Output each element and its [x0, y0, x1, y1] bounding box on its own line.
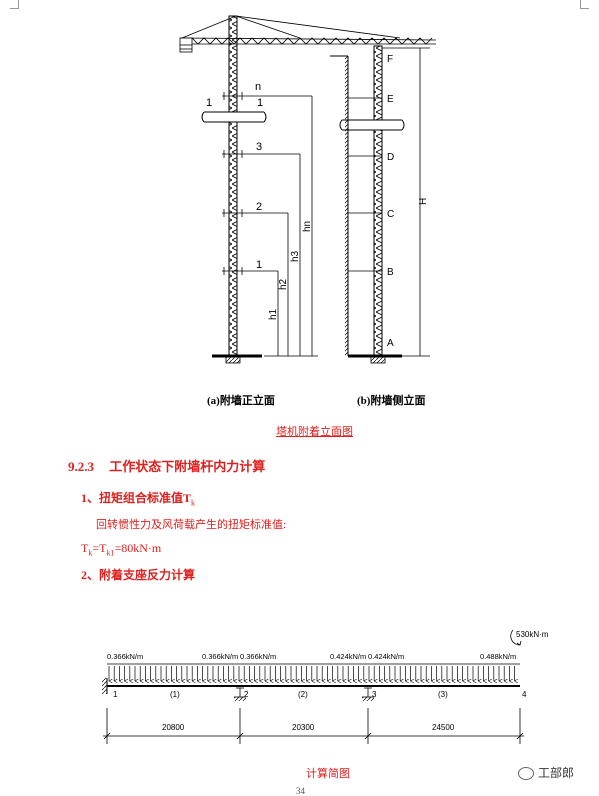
dimension-span-2: 20300 [292, 723, 315, 732]
total-height-label: H [418, 198, 429, 205]
tower-crane-figure: n 1 1 3 2 1 h1 h2 h3 hn [179, 15, 437, 364]
front-tie-marks [222, 92, 318, 357]
watermark: 工部郎 [518, 764, 574, 781]
span-2: (2) [298, 690, 308, 699]
node-4: 4 [522, 690, 527, 699]
front-elevation-caption: (a)附墙正立面 [207, 395, 275, 407]
applied-moment: 530kN·m [510, 629, 549, 646]
side-label-a: A [387, 338, 394, 349]
section-heading: 9.2.3 工作状态下附墙杆内力计算 [68, 456, 265, 475]
beam [102, 678, 520, 694]
node-2: 2 [244, 690, 249, 699]
span-1: (1) [170, 690, 180, 699]
side-label-f: F [387, 54, 393, 65]
tower-figure-caption: 塔机附着立面图 [276, 426, 353, 438]
tie-label-2: 2 [256, 201, 262, 213]
item-1-description: 回转惯性力及风荷载产生的扭矩标准值: [96, 519, 287, 531]
tie-label-1-left: 1 [206, 97, 212, 109]
span-3: (3) [438, 690, 448, 699]
corner-mark-top-right [580, 0, 589, 9]
height-labels: h1 h2 h3 hn [268, 221, 313, 320]
tie-label-1-right: 1 [257, 97, 263, 109]
tie-label-3: 3 [256, 141, 262, 153]
side-elevation-caption: (b)附墙侧立面 [357, 395, 426, 407]
side-view [330, 45, 430, 364]
load-label-span1-start: 0.366kN/m [107, 652, 143, 661]
item-2-title: 2、附着支座反力计算 [81, 568, 196, 582]
node-labels: 1 2 3 4 [113, 690, 527, 699]
support-3 [362, 687, 374, 701]
load-label-span2-start: 0.366kN/m [240, 652, 276, 661]
height-label-h3: h3 [290, 250, 301, 262]
load-label-span2-end: 0.424kN/m [330, 652, 366, 661]
wechat-icon [518, 767, 534, 781]
torque-formula: Tk=Tk1=80kN·m [81, 541, 162, 558]
side-label-b: B [387, 267, 394, 278]
support-2 [234, 687, 246, 701]
page-number: 34 [296, 786, 305, 796]
side-label-c: C [387, 209, 394, 220]
node-1: 1 [113, 690, 118, 699]
tie-label-n: n [255, 81, 261, 93]
beam-calculation-figure: 530kN·m 0.366kN/m 0.366kN/m 0.366kN/m 0.… [102, 629, 549, 744]
height-label-hn: hn [302, 221, 313, 232]
side-label-e: E [387, 94, 394, 105]
dimension-span-3: 24500 [432, 723, 455, 732]
tie-label-1: 1 [256, 259, 262, 271]
side-label-d: D [387, 152, 394, 163]
dimension-labels: 20800 20300 24500 [162, 723, 455, 732]
load-label-span1-end: 0.366kN/m [202, 652, 238, 661]
distributed-load [107, 663, 520, 681]
height-label-h2: h2 [278, 278, 289, 290]
item-1-title: 1、扭矩组合标准值Tk [81, 491, 196, 508]
load-label-span3-start: 0.424kN/m [368, 652, 404, 661]
dimension-line [103, 708, 524, 744]
section-title: 工作状态下附墙杆内力计算 [109, 459, 266, 474]
beam-figure-caption: 计算简图 [306, 768, 350, 780]
crane-jib [179, 15, 437, 53]
front-tie-labels: n 1 1 3 2 1 [206, 81, 263, 271]
load-label-span3-end: 0.488kN/m [480, 652, 516, 661]
dimension-span-1: 20800 [162, 723, 185, 732]
height-label-h1: h1 [268, 308, 279, 320]
front-mast [201, 15, 267, 364]
section-number: 9.2.3 [68, 459, 94, 474]
corner-mark-top-left [10, 0, 19, 9]
load-labels: 0.366kN/m 0.366kN/m 0.366kN/m 0.424kN/m … [107, 652, 516, 661]
span-labels: (1) (2) (3) [170, 690, 448, 699]
moment-label: 530kN·m [516, 630, 549, 639]
side-labels: F E D C B A H [387, 54, 429, 349]
node-3: 3 [372, 690, 377, 699]
